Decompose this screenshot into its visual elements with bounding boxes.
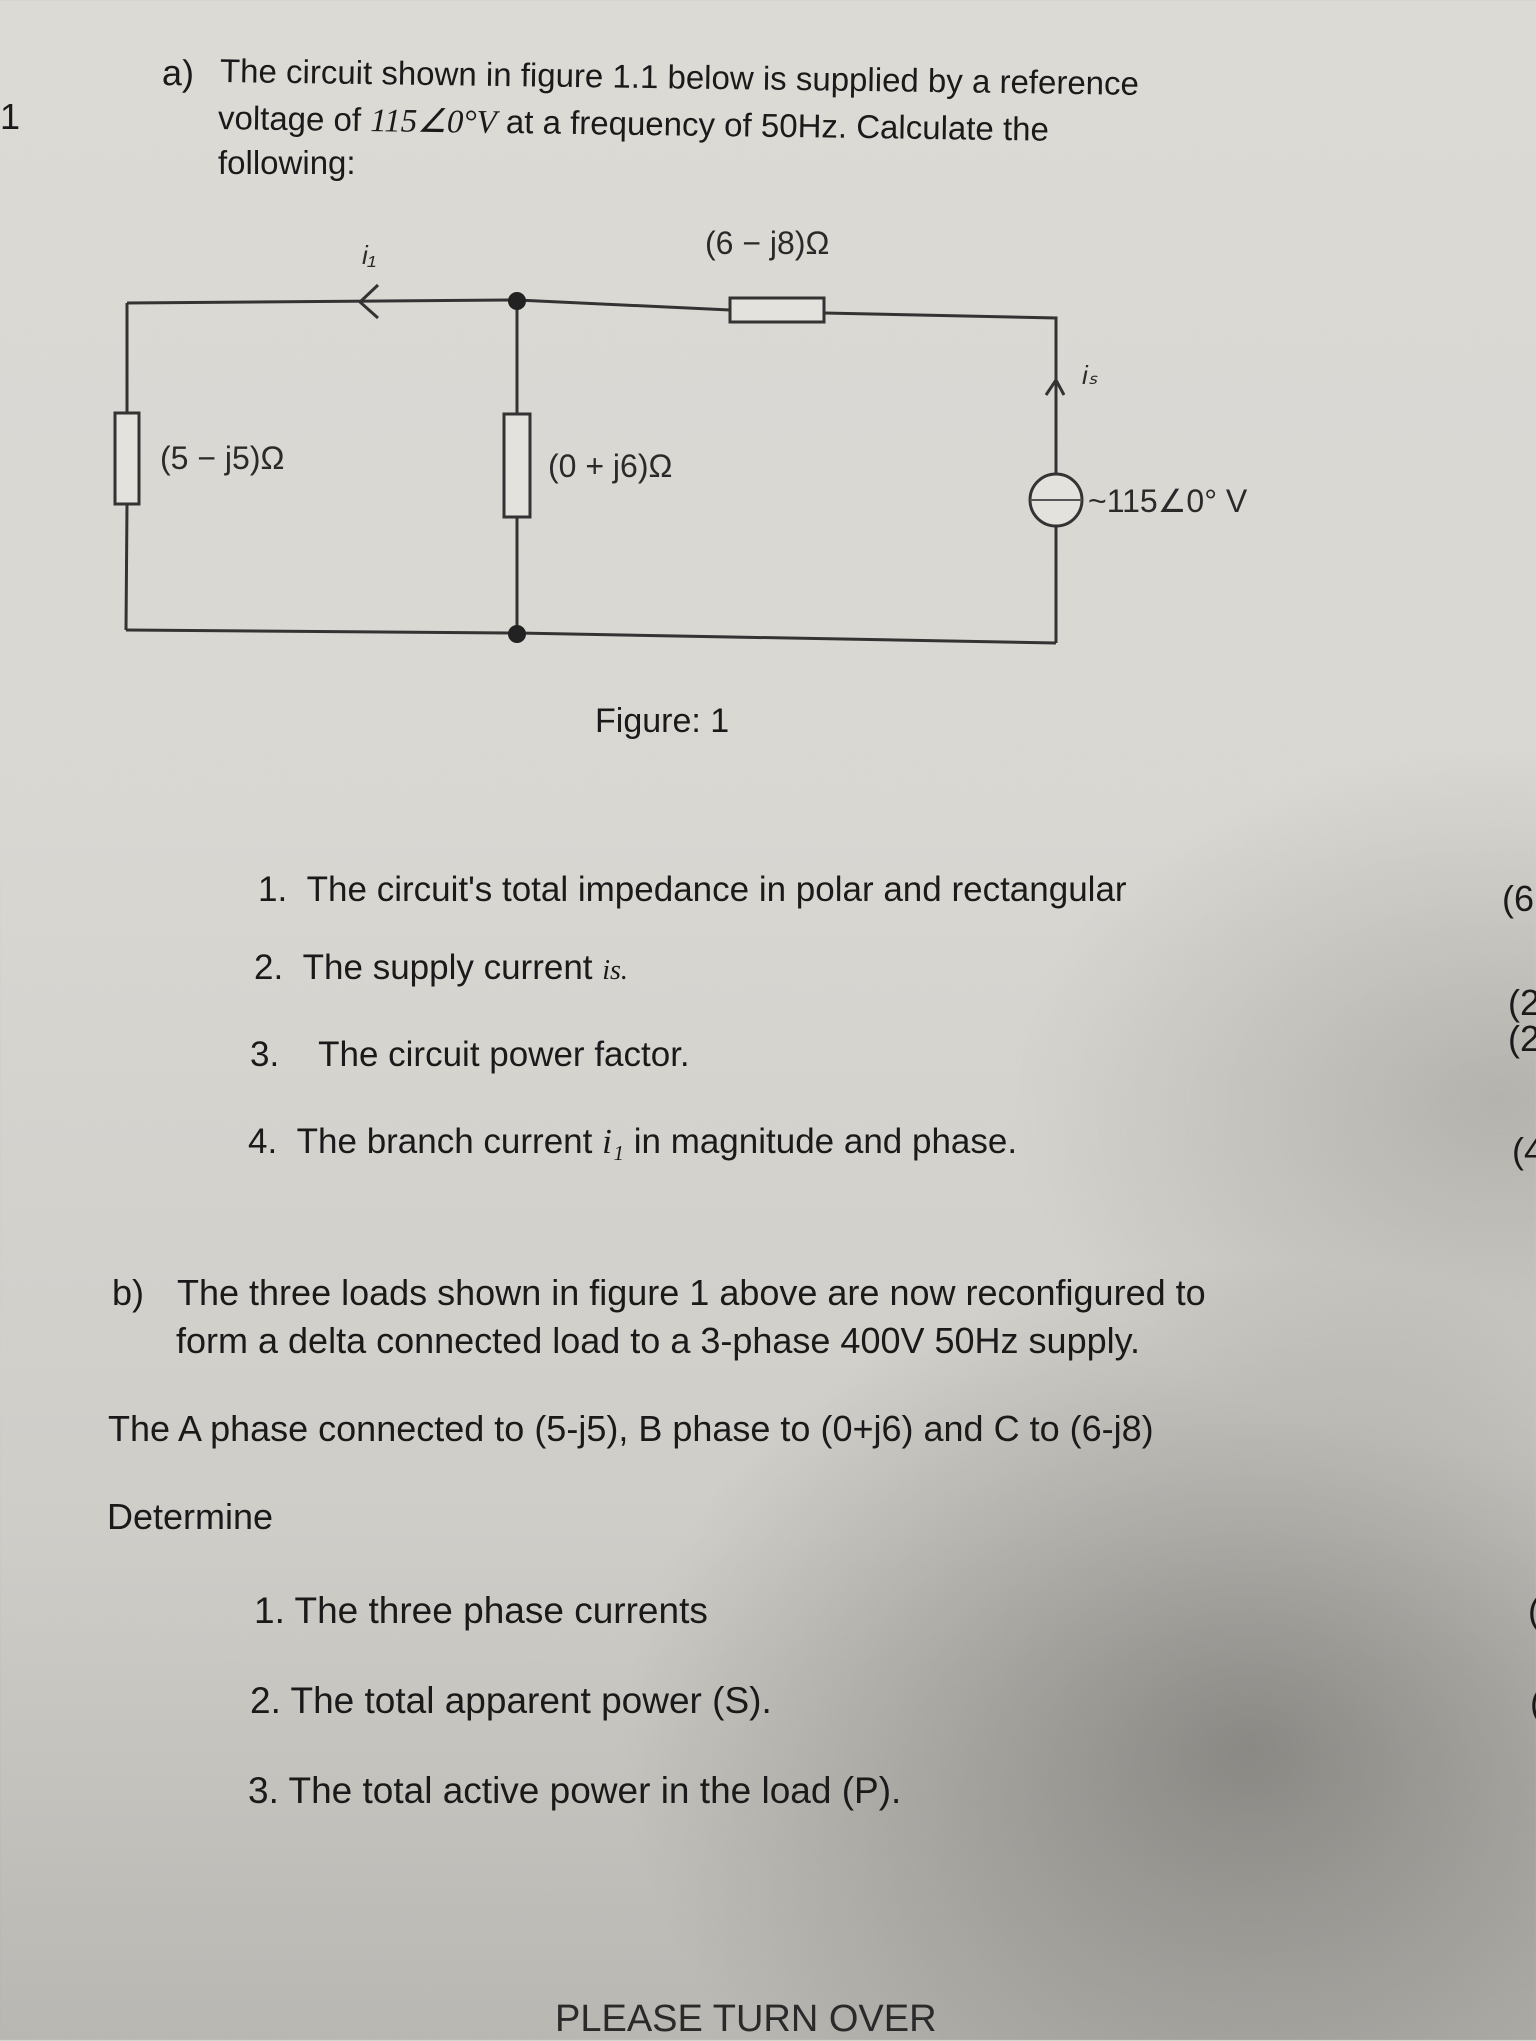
circuit-diagram (113, 283, 1084, 645)
label-z-top: (6 − j8)Ω (705, 225, 830, 261)
label-z-left: (5 − j5)Ω (160, 440, 285, 476)
question-text: The circuit's total impedance in polar a… (306, 870, 1127, 909)
branch-current-symbol: i₁ (602, 1122, 624, 1161)
question-a2: 2. The supply current is. (254, 948, 628, 988)
question-a4: 4. The branch current i₁ in magnitude an… (248, 1122, 1017, 1162)
marks-fragment: (4 (1512, 1130, 1536, 1171)
supply-current-symbol: is. (602, 955, 628, 986)
arrow-is-icon (1044, 377, 1066, 396)
wire-top-right (516, 298, 731, 312)
part-b-determine: Determine (107, 1496, 274, 1537)
label-z-middle: (0 + j6)Ω (548, 448, 673, 484)
question-a1: 1. The circuit's total impedance in pola… (258, 870, 1127, 910)
question-text: The circuit power factor. (318, 1035, 690, 1074)
marks-fragment: (2 (1508, 982, 1536, 1023)
question-b1: 1. The three phase currents (254, 1590, 708, 1631)
marks-fragment: (2 (1508, 1018, 1536, 1059)
part-b-label: b) (112, 1272, 145, 1313)
arrow-i1-icon (357, 283, 380, 320)
question-b2: 2. The total apparent power (S). (250, 1680, 772, 1721)
marks-fragment: (6 (1502, 878, 1535, 919)
wire-bottom (125, 628, 1057, 645)
node-bottom (508, 625, 526, 643)
wire-top-end (823, 311, 1058, 474)
wire-left (124, 303, 129, 631)
part-b-line-1: The three loads shown in figure 1 above … (177, 1272, 1206, 1313)
page-number-fragment: 1 (0, 96, 21, 137)
footer-please-turn-over: PLEASE TURN OVER (555, 1998, 937, 2040)
marks-fragment: ( (1530, 1682, 1536, 1724)
resistor-middle (502, 412, 532, 519)
resistor-top (728, 296, 826, 324)
node-top (508, 292, 526, 310)
question-a3: 3. The circuit power factor. (250, 1035, 690, 1075)
part-a-line-3: following: (218, 144, 356, 181)
question-text: The supply current (302, 948, 603, 987)
wire-top-left (126, 298, 518, 305)
label-source: ~115∠0° V (1088, 483, 1248, 519)
marks-fragment: ( (1528, 1590, 1536, 1632)
question-text-post: in magnitude and phase. (624, 1122, 1018, 1161)
question-b3: 3. The total active power in the load (P… (248, 1770, 902, 1811)
label-is: iₛ (1082, 360, 1098, 390)
question-number: 3. (250, 1035, 280, 1074)
question-number: 4. (248, 1122, 278, 1161)
question-text: The branch current (296, 1122, 603, 1161)
question-number: 1. (258, 870, 288, 909)
part-b-line-3: The A phase connected to (5-j5), B phase… (108, 1408, 1154, 1449)
figure-caption: Figure: 1 (595, 702, 730, 740)
part-b-line-2: form a delta connected load to a 3-phase… (176, 1320, 1140, 1361)
question-number: 2. (254, 948, 284, 987)
label-i1: i₁ (362, 240, 376, 270)
resistor-left (113, 411, 141, 506)
